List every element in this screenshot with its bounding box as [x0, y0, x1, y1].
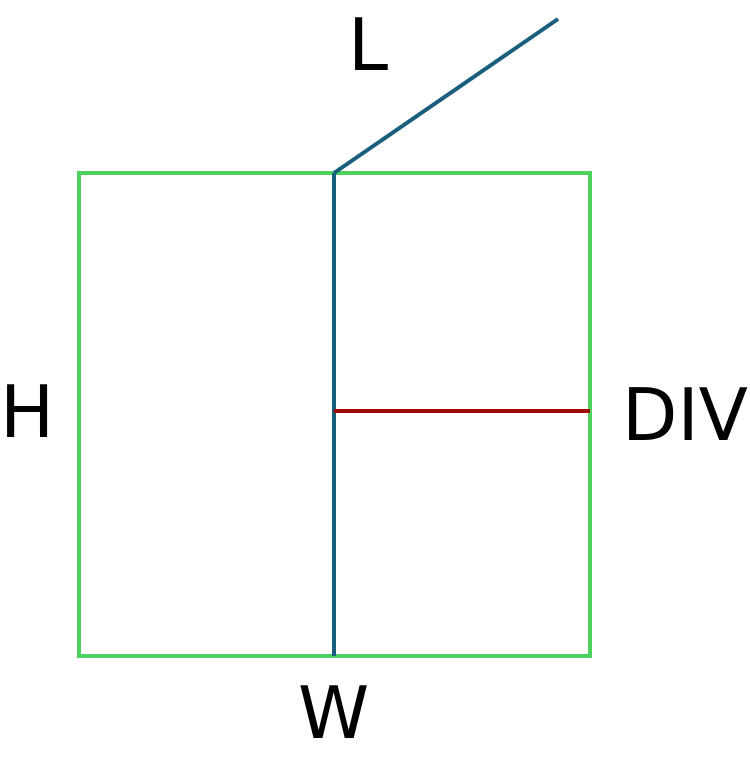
length-line — [332, 17, 560, 175]
height-label: H — [0, 370, 54, 454]
width-label: W — [298, 671, 369, 755]
length-label: L — [348, 3, 388, 87]
divider-label: DIV — [622, 373, 748, 457]
